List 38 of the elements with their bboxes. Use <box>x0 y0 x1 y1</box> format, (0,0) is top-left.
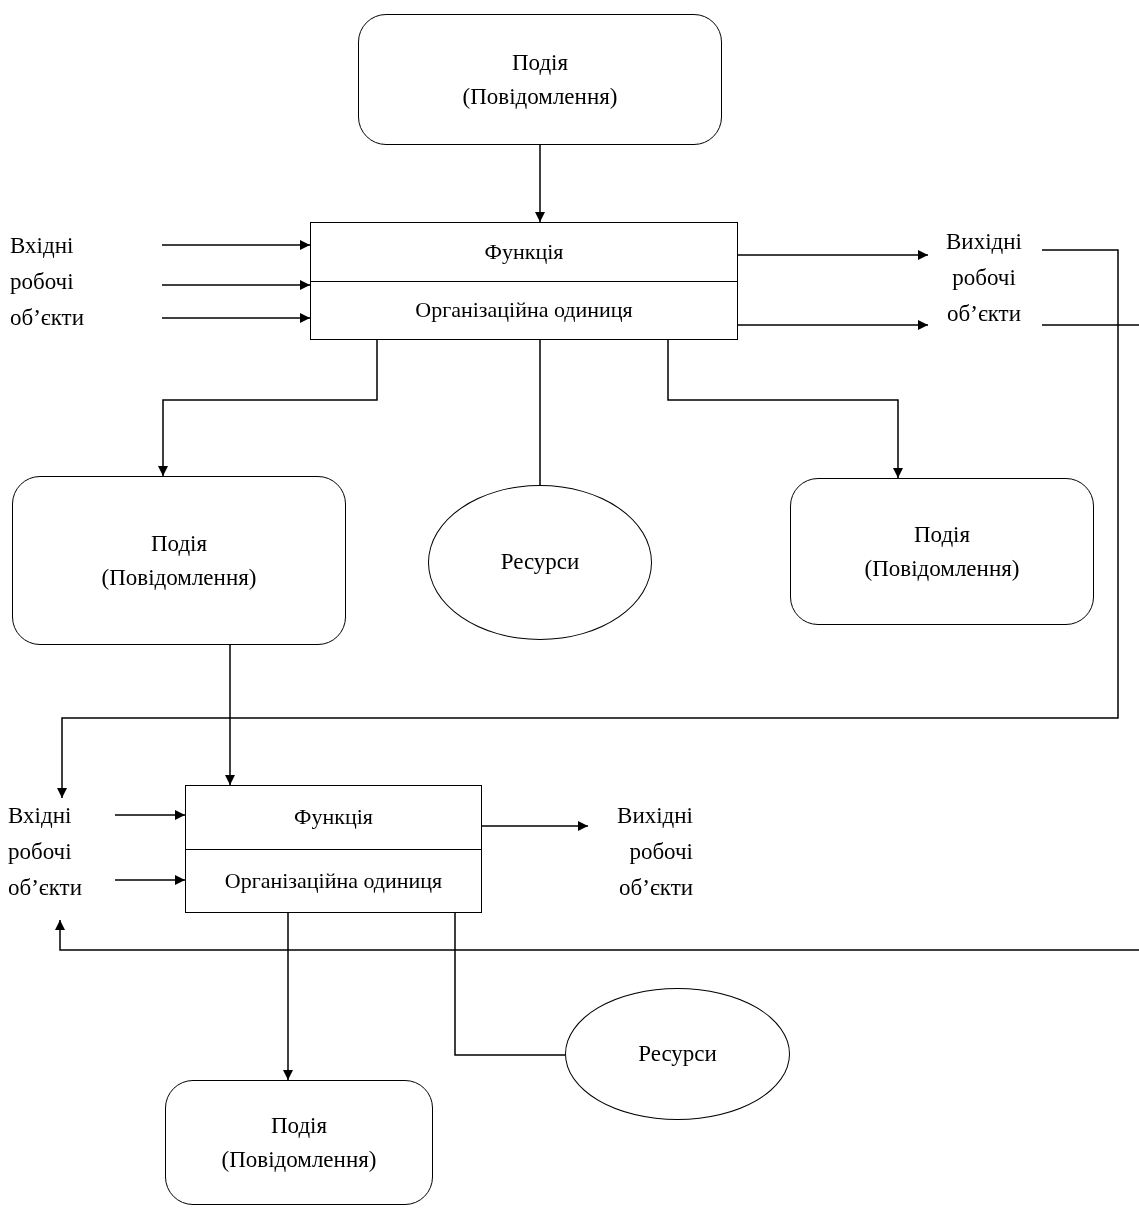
event-box <box>790 478 1094 625</box>
connector-line <box>539 339 541 486</box>
arrow <box>737 250 929 260</box>
arrow <box>114 875 186 885</box>
connector-line <box>454 912 566 1056</box>
event-label: Подія (Повідомлення) <box>863 520 1021 583</box>
event-box <box>12 476 346 645</box>
function-label: Функція <box>294 803 373 832</box>
event-box <box>358 14 722 145</box>
event-label: Подія (Повідомлення) <box>461 48 619 111</box>
function-box <box>310 222 738 340</box>
work-objects-label: Вхідні робочі об’єкти <box>8 802 83 902</box>
arrow <box>225 644 235 786</box>
connector-line <box>1041 324 1139 326</box>
arrow <box>481 821 589 831</box>
arrow <box>535 144 545 223</box>
event-box <box>165 1080 433 1205</box>
function-box <box>185 785 482 913</box>
arrow <box>114 810 186 820</box>
arrow <box>161 280 311 290</box>
event-label: Подія (Повідомлення) <box>100 529 258 592</box>
arrow <box>161 240 311 250</box>
resource-label: Ресурси <box>638 1039 717 1068</box>
arrow <box>283 912 293 1081</box>
function-label: Функція <box>484 237 564 266</box>
arrow <box>161 313 311 323</box>
arrow <box>667 339 903 479</box>
resource-label: Ресурси <box>500 548 580 577</box>
work-objects-label: Вихідні робочі об’єкти <box>945 228 1023 328</box>
arrow <box>158 339 378 477</box>
arrow <box>55 919 1139 951</box>
work-objects-label: Вхідні робочі об’єкти <box>10 232 85 332</box>
event-label: Подія (Повідомлення) <box>220 1111 378 1174</box>
arrow <box>737 320 929 330</box>
org-unit-label: Організаційна одиниця <box>415 296 633 325</box>
work-objects-label: Вихідні робочі об’єкти <box>616 802 693 902</box>
arrow <box>57 249 1119 799</box>
org-unit-label: Організаційна одиниця <box>224 866 443 895</box>
